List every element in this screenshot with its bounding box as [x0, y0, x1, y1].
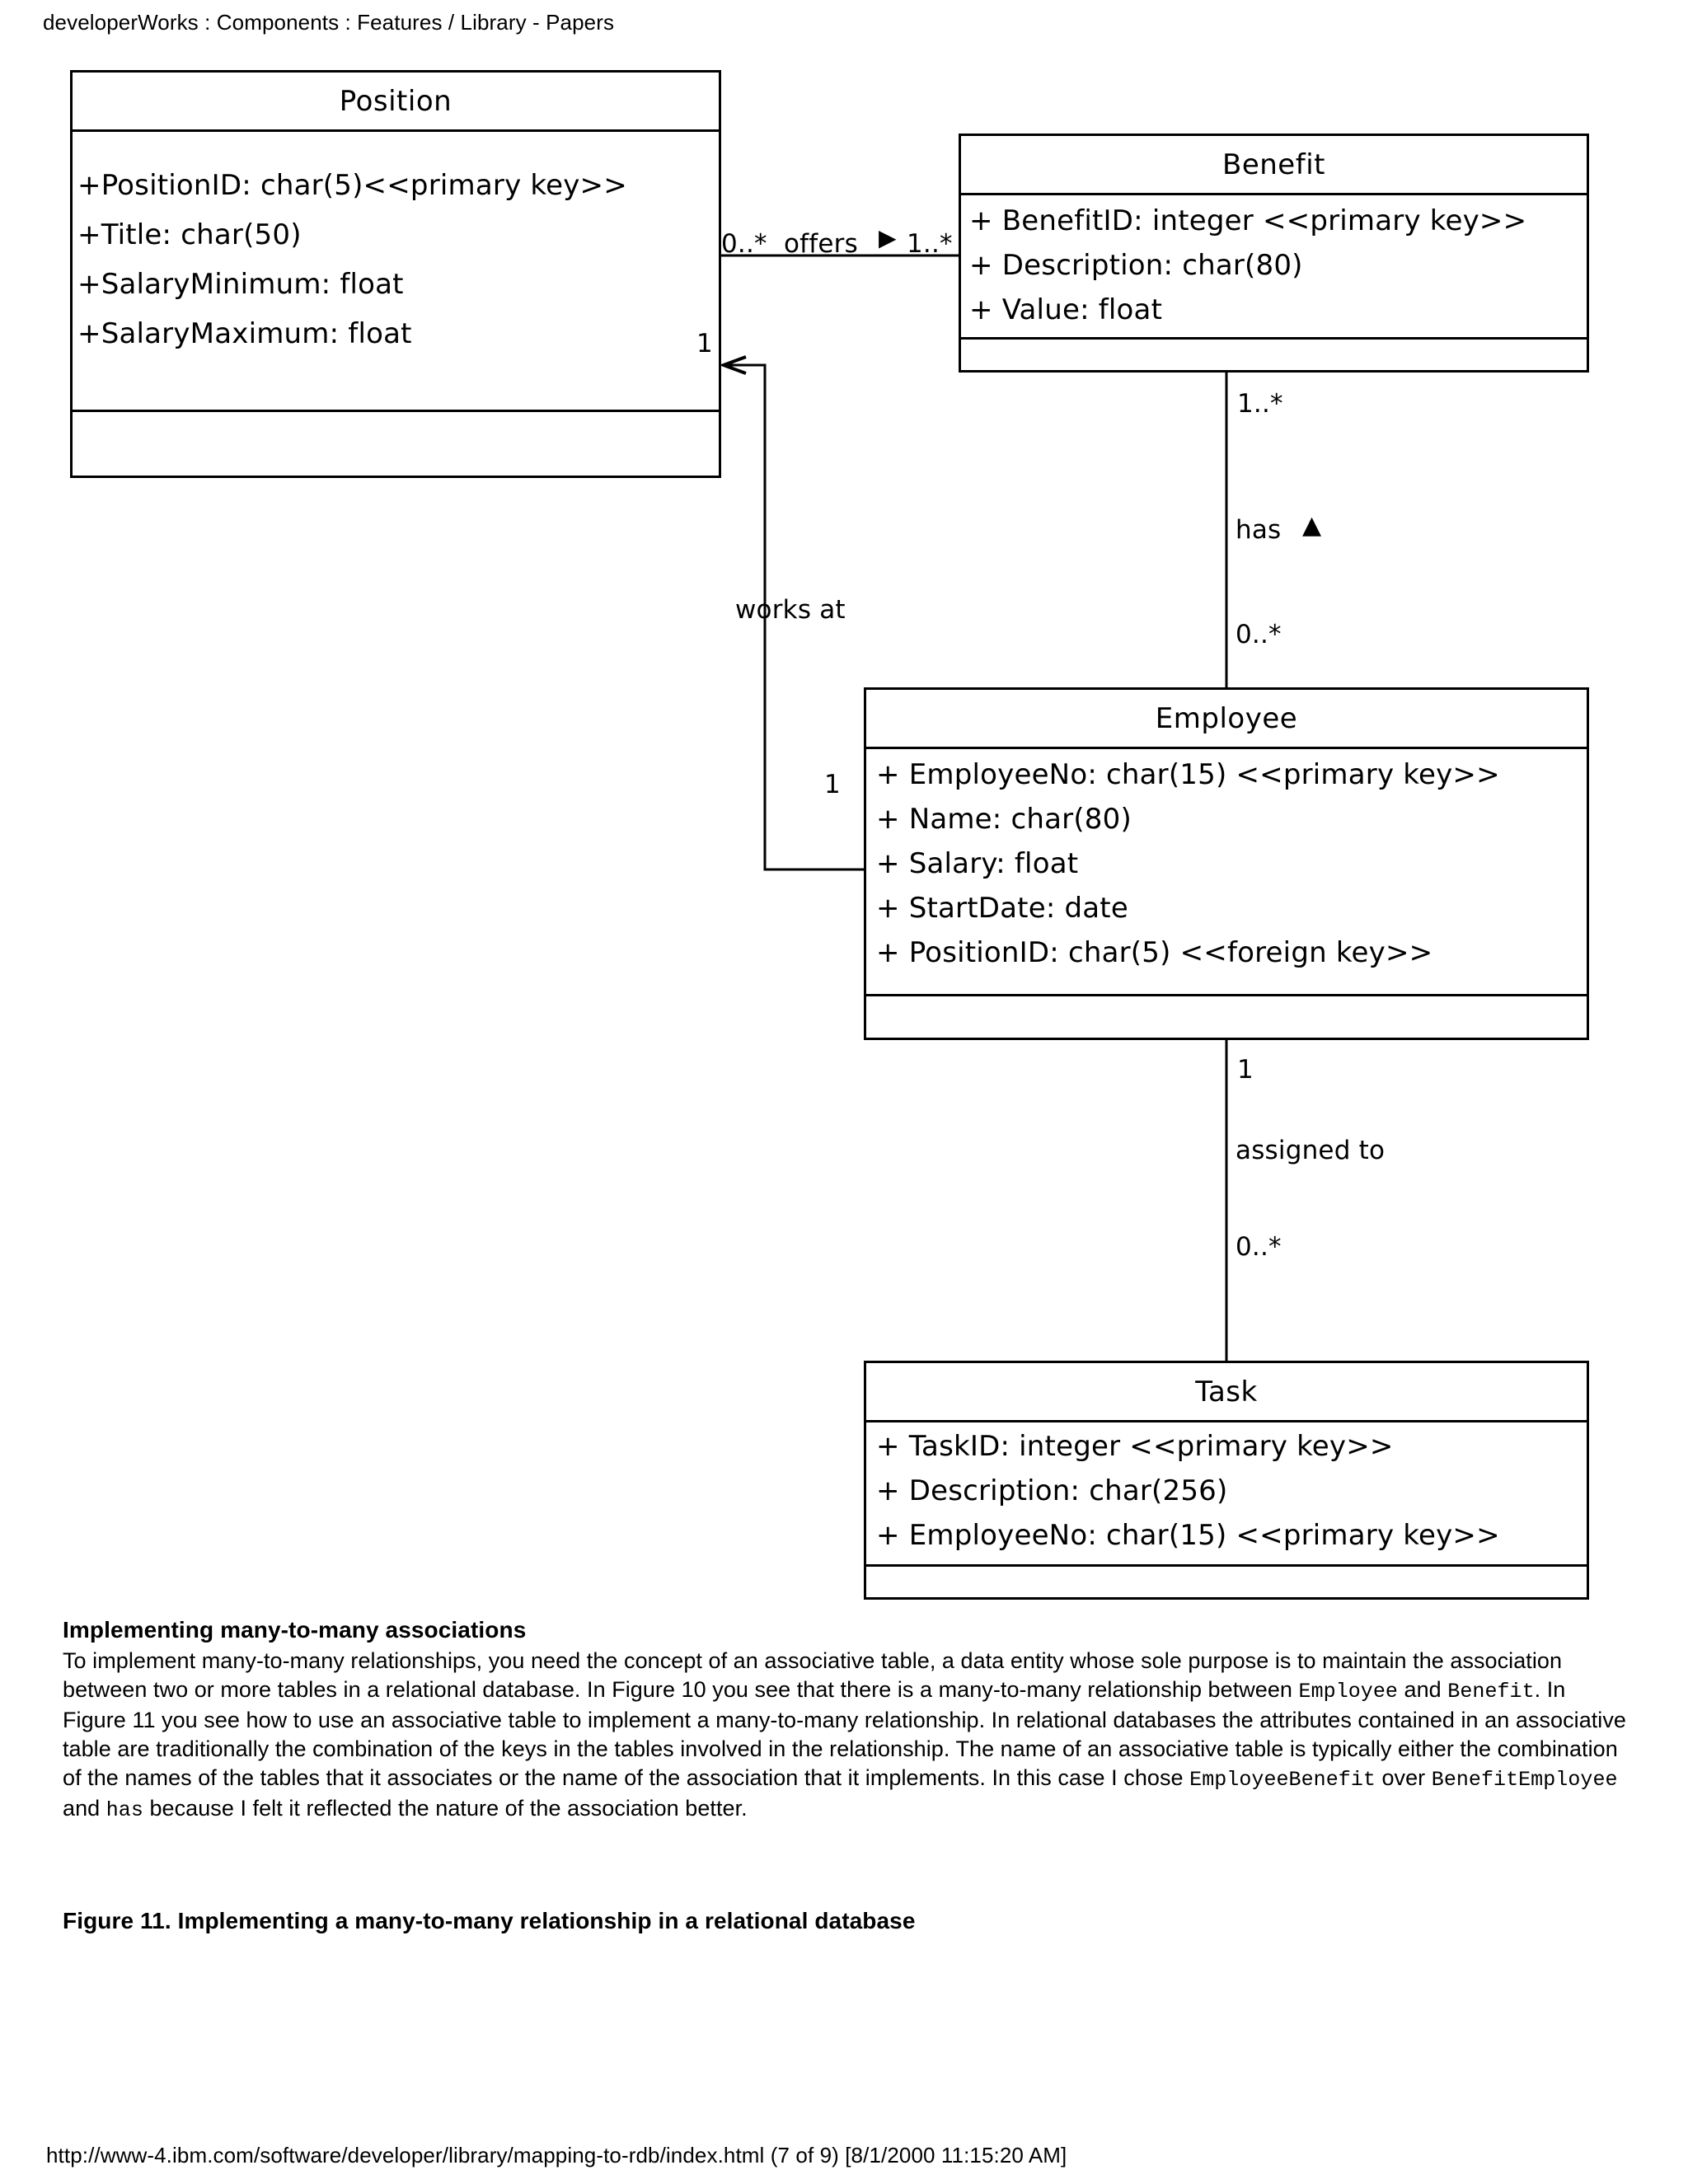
uml-attribute: + EmployeeNo: char(15) <<primary key>>: [876, 758, 1500, 791]
figure-caption: Figure 11. Implementing a many-to-many r…: [63, 1908, 916, 1933]
assoc-arrow-offers-icon: ▶: [879, 224, 897, 251]
uml-class-employee[interactable]: Employee + EmployeeNo: char(15) <<primar…: [864, 687, 1589, 1040]
uml-operations-position: [73, 412, 719, 473]
multiplicity-assigned-to-target: 0..*: [1236, 1232, 1282, 1262]
uml-operations-task: [866, 1567, 1587, 1597]
uml-operations-employee: [866, 996, 1587, 1038]
uml-class-benefit[interactable]: Benefit + BenefitID: integer <<primary k…: [959, 134, 1589, 373]
breadcrumb: developerWorks : Components : Features /…: [43, 10, 615, 35]
assoc-label-works-at: works at: [735, 595, 846, 625]
uml-attribute: +Title: char(50): [77, 218, 302, 251]
uml-class-task[interactable]: Task + TaskID: integer <<primary key>> +…: [864, 1361, 1589, 1600]
uml-attribute: + EmployeeNo: char(15) <<primary key>>: [876, 1519, 1500, 1552]
uml-attribute: + BenefitID: integer <<primary key>>: [969, 204, 1527, 237]
inline-code: Employee: [1298, 1680, 1398, 1704]
assoc-arrow-has-icon: ▲: [1302, 511, 1322, 540]
body-paragraph: To implement many-to-many relationships,…: [63, 1648, 1626, 1822]
uml-attribute: + TaskID: integer <<primary key>>: [876, 1430, 1394, 1463]
uml-attribute: + Name: char(80): [876, 803, 1132, 836]
inline-code: has: [106, 1798, 143, 1822]
assoc-label-offers: offers: [784, 229, 858, 259]
uml-attribute: + Description: char(80): [969, 249, 1303, 282]
inline-code: BenefitEmployee: [1431, 1768, 1618, 1792]
multiplicity-works-at-source: 1: [824, 770, 841, 799]
diagram-connectors: [719, 254, 1228, 1361]
uml-attribute: +SalaryMinimum: float: [77, 268, 404, 301]
connector-works-at: [725, 363, 864, 871]
uml-class-name-task: Task: [866, 1363, 1587, 1422]
assoc-label-has: has: [1236, 515, 1282, 545]
uml-class-diagram: Position +PositionID: char(5)<<primary k…: [70, 70, 1589, 1600]
uml-attributes-position: +PositionID: char(5)<<primary key>> +Tit…: [73, 132, 719, 412]
inline-code: EmployeeBenefit: [1189, 1768, 1376, 1792]
uml-class-position[interactable]: Position +PositionID: char(5)<<primary k…: [70, 70, 721, 478]
uml-attribute: + Value: float: [969, 293, 1163, 326]
inline-code: Benefit: [1447, 1680, 1535, 1704]
assoc-label-assigned-to: assigned to: [1236, 1136, 1386, 1165]
multiplicity-has-target: 0..*: [1236, 620, 1282, 649]
section-heading: Implementing many-to-many associations: [63, 1617, 527, 1643]
uml-attribute: + Salary: float: [876, 847, 1079, 880]
uml-attribute: + Description: char(256): [876, 1474, 1228, 1507]
multiplicity-has-source: 1..*: [1237, 389, 1283, 419]
uml-attribute: +PositionID: char(5)<<primary key>>: [77, 169, 627, 202]
multiplicity-offers-target: 1..*: [907, 229, 953, 259]
uml-attributes-benefit: + BenefitID: integer <<primary key>> + D…: [961, 195, 1587, 340]
uml-attribute: + StartDate: date: [876, 892, 1128, 925]
multiplicity-works-at-target: 1: [696, 329, 713, 359]
uml-attribute: + PositionID: char(5) <<foreign key>>: [876, 936, 1433, 969]
uml-class-name-benefit: Benefit: [961, 136, 1587, 195]
multiplicity-assigned-to-source: 1: [1237, 1055, 1254, 1085]
uml-class-name-position: Position: [73, 73, 719, 132]
footer-url: http://www-4.ibm.com/software/developer/…: [46, 2143, 1067, 2168]
connector-works-at-arrowhead: [719, 355, 747, 375]
multiplicity-offers-source: 0..*: [721, 229, 767, 259]
uml-attributes-task: + TaskID: integer <<primary key>> + Desc…: [866, 1422, 1587, 1567]
uml-attribute: +SalaryMaximum: float: [77, 317, 412, 350]
uml-class-name-employee: Employee: [866, 690, 1587, 749]
article-body: Implementing many-to-many associations T…: [63, 1615, 1629, 1825]
uml-attributes-employee: + EmployeeNo: char(15) <<primary key>> +…: [866, 749, 1587, 996]
uml-operations-benefit: [961, 340, 1587, 370]
